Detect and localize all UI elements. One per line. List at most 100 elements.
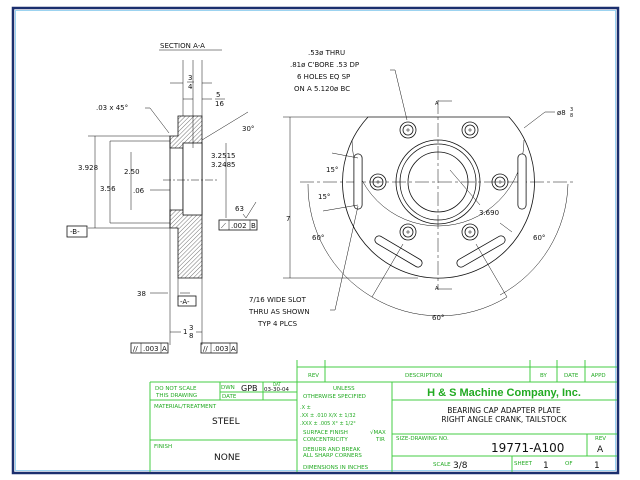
datum-b: -B- <box>70 228 80 236</box>
slot-note-3: TYP 4 PLCS <box>257 320 298 328</box>
material-value: STEEL <box>212 417 240 427</box>
height-7: 7 <box>286 215 290 223</box>
dim-1-3-8-den: 8 <box>189 332 193 340</box>
chamfer-label: .03 x 45° <box>96 104 128 112</box>
sheet-border <box>11 6 620 475</box>
part-title-2: RIGHT ANGLE CRANK, TAILSTOCK <box>441 415 567 424</box>
sheet-value: 1 <box>543 461 549 471</box>
tolerance-1: .X ± <box>300 405 311 411</box>
angle-15-lower: 15° <box>318 193 330 201</box>
hole-note-2: .81ø C'BORE .53 DP <box>290 61 359 69</box>
date-value: 03-30-04 <box>264 387 289 393</box>
date-top-label: DAT <box>273 382 281 387</box>
angle-60-bottom: 60° <box>432 314 444 322</box>
concentricity-value: TIR <box>375 437 385 443</box>
sheet-label: SHEET <box>514 461 533 467</box>
datum-a-box <box>177 295 197 307</box>
company-name: H & S Machine Company, Inc. <box>427 387 581 399</box>
section-mark-bottom: A <box>435 286 439 292</box>
section-view-fcf-right-datum: A <box>231 345 236 353</box>
surface-finish-63: 63 <box>235 205 244 213</box>
plate-outline <box>342 116 535 279</box>
surface-finish-label: SURFACE FINISH <box>303 430 348 436</box>
dim-3-4-num: 3 <box>188 74 192 82</box>
do-not-scale-2: THIS DRAWING <box>155 393 197 399</box>
dia-250: 2.50 <box>124 168 140 176</box>
hole-note-1: .53ø THRU <box>308 49 345 57</box>
hole-note-4: ON A 5.120ø BC <box>294 85 350 93</box>
slot-note-1: 7/16 WIDE SLOT <box>249 296 307 304</box>
angle-60-right: 60° <box>533 234 545 242</box>
dimensions-note: DIMENSIONS IN INCHES <box>303 465 369 471</box>
do-not-scale-1: DO NOT SCALE <box>155 386 197 392</box>
section-view: SECTION A-A 3 4 5 16 .03 x 45° 30° 3.928… <box>66 42 258 354</box>
section-mark-top: A <box>435 101 439 107</box>
outer-dia-num: 3 <box>570 107 573 113</box>
size-drawing-label: SIZE-DRAWING NO. <box>396 436 449 442</box>
rev-label: REV <box>595 436 606 442</box>
section-view-fcf-perp-tol: .002 <box>231 222 247 230</box>
dim-38: 38 <box>137 290 146 298</box>
bore <box>407 151 469 213</box>
unless-1: UNLESS <box>333 386 355 392</box>
hole-note-3: 6 HOLES EQ SP <box>297 73 350 81</box>
material-label: MATERIAL/TREATMENT <box>154 404 217 410</box>
dim-1-3-8-num: 3 <box>189 324 193 332</box>
deburr-2: ALL SHARP CORNERS <box>303 453 362 459</box>
slot-note-2: THRU AS SHOWN <box>248 308 310 316</box>
bore-min: 3.2485 <box>211 161 236 169</box>
tolerance-2: .XX ± .010 X/X ± 1/32 <box>300 413 356 419</box>
by-header: BY <box>540 373 547 379</box>
bolt-holes <box>369 121 509 241</box>
deburr-1: DEBURR AND BREAK <box>303 447 361 453</box>
section-title: SECTION A-A <box>160 42 205 50</box>
angle-15-upper: 15° <box>326 166 338 174</box>
dwn-value: GPB <box>241 384 258 393</box>
angle-60-left: 60° <box>312 234 324 242</box>
section-view-fcf-left-symbol: // <box>133 345 138 353</box>
dia-356: 3.56 <box>100 185 116 193</box>
dia-3928: 3.928 <box>78 164 98 172</box>
radius-3690: 3.690 <box>479 209 499 217</box>
appd-header: APPD <box>591 373 606 379</box>
scale-label: SCALE <box>433 462 451 468</box>
rev-header: REV <box>308 373 319 379</box>
dim-5-16-den: 16 <box>215 100 224 108</box>
part-title-1: BEARING CAP ADAPTER PLATE <box>447 406 561 415</box>
finish-label: FINISH <box>154 444 172 450</box>
fcf-parallel-left: // .003 A <box>130 342 169 354</box>
dim-1-3-8-whole: 1 <box>183 328 187 336</box>
drawing-number: 19771-A100 <box>491 441 564 455</box>
concentricity-label: CONCENTRICITY <box>303 437 348 443</box>
datum-a: -A- <box>180 298 190 306</box>
outer-dia-den: 8 <box>570 113 573 119</box>
bore-max: 3.2515 <box>211 152 236 160</box>
hub-outer <box>395 139 481 225</box>
front-view: .53ø THRU .81ø C'BORE .53 DP 6 HOLES EQ … <box>248 49 575 328</box>
date-label: DATE <box>222 394 237 400</box>
section-view-fcf-right-symbol: // <box>203 345 208 353</box>
description-header: DESCRIPTION <box>405 373 442 379</box>
of-value: 1 <box>594 461 600 471</box>
section-view-fcf-left-datum: A <box>162 345 167 353</box>
section-view-fcf-left-tol: .003 <box>143 345 159 353</box>
section-view-fcf-perp-datum: B <box>251 222 256 230</box>
title-block: REV DESCRIPTION BY DATE APPD DO NOT SCAL… <box>149 360 617 472</box>
dim-5-16-num: 5 <box>216 91 220 99</box>
scale-value: 3/8 <box>453 461 468 471</box>
date-header: DATE <box>564 373 579 379</box>
slots <box>353 153 527 268</box>
fcf-parallel-right: // .003 A <box>200 342 238 354</box>
fcf-perpendicularity: ⟋ .002 B <box>218 219 258 231</box>
datum-b-box <box>66 225 88 238</box>
dwn-label: DWN <box>221 385 235 391</box>
finish-value: NONE <box>214 453 241 463</box>
section-view-fcf-right-tol: .003 <box>213 345 229 353</box>
sheet-border-inner <box>15 10 616 471</box>
unless-2: OTHERWISE SPECIFIED <box>303 394 366 400</box>
surface-finish-value: √MAX <box>370 429 386 436</box>
rev-value: A <box>597 445 604 455</box>
section-view-fcf-perp-symbol: ⟋ <box>221 222 226 230</box>
angle-30-label: 30° <box>242 125 254 133</box>
